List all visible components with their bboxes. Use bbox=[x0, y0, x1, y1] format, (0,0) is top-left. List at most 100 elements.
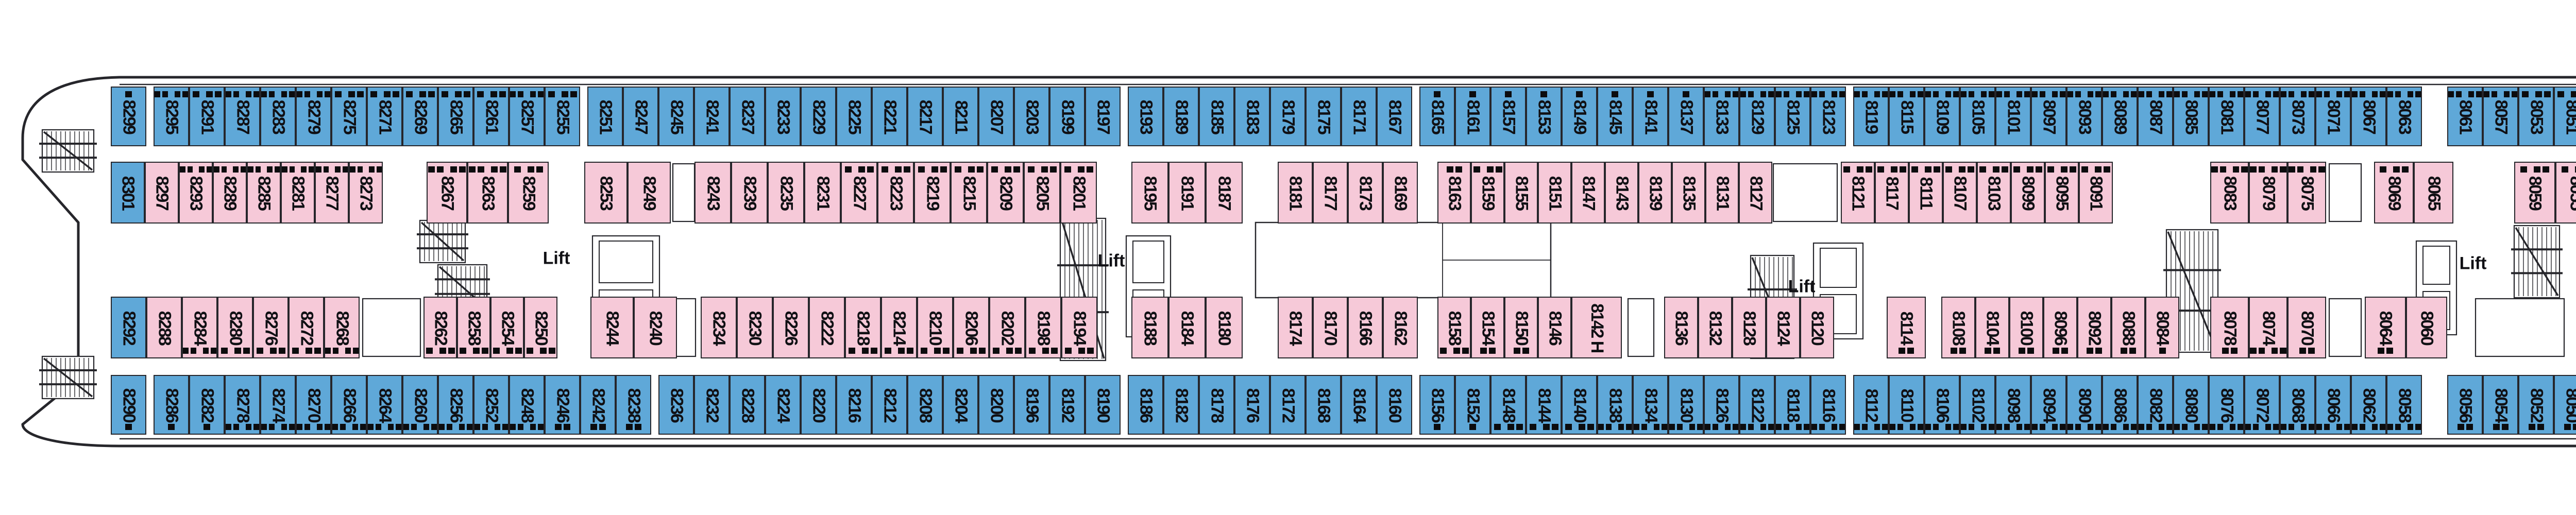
cabin-8169[interactable]: 8169 bbox=[1383, 162, 1418, 224]
cabin-8199[interactable]: 8199 bbox=[1049, 87, 1085, 146]
cabin-8092[interactable]: 8092 bbox=[2077, 297, 2111, 358]
cabin-8111[interactable]: 8111 bbox=[1909, 162, 1943, 224]
cabin-8275[interactable]: 8275 bbox=[331, 87, 367, 146]
cabin-8203[interactable]: 8203 bbox=[1014, 87, 1049, 146]
cabin-8239[interactable]: 8239 bbox=[731, 162, 768, 224]
cabin-8157[interactable]: 8157 bbox=[1490, 87, 1526, 146]
cabin-8268[interactable]: 8268 bbox=[324, 297, 360, 358]
cabin-8130[interactable]: 8130 bbox=[1668, 375, 1704, 435]
cabin-8173[interactable]: 8173 bbox=[1348, 162, 1383, 224]
cabin-8266[interactable]: 8266 bbox=[331, 375, 367, 435]
cabin-8211[interactable]: 8211 bbox=[943, 87, 978, 146]
cabin-8071[interactable]: 8071 bbox=[2315, 87, 2351, 146]
cabin-8066[interactable]: 8066 bbox=[2315, 375, 2351, 435]
cabin-8164[interactable]: 8164 bbox=[1341, 375, 1377, 435]
cabin-8097[interactable]: 8097 bbox=[2031, 87, 2066, 146]
cabin-8206[interactable]: 8206 bbox=[953, 297, 989, 358]
cabin-8133[interactable]: 8133 bbox=[1704, 87, 1739, 146]
cabin-8149[interactable]: 8149 bbox=[1562, 87, 1597, 146]
cabin-8193[interactable]: 8193 bbox=[1128, 87, 1163, 146]
cabin-8190[interactable]: 8190 bbox=[1085, 375, 1121, 435]
cabin-8077[interactable]: 8077 bbox=[2244, 87, 2280, 146]
cabin-8229[interactable]: 8229 bbox=[801, 87, 836, 146]
cabin-8068[interactable]: 8068 bbox=[2280, 375, 2315, 435]
cabin-8147[interactable]: 8147 bbox=[1571, 162, 1605, 224]
cabin-8232[interactable]: 8232 bbox=[694, 375, 730, 435]
cabin-8095[interactable]: 8095 bbox=[2045, 162, 2079, 224]
cabin-8284[interactable]: 8284 bbox=[182, 297, 217, 358]
cabin-8135[interactable]: 8135 bbox=[1672, 162, 1705, 224]
cabin-8250[interactable]: 8250 bbox=[524, 297, 557, 358]
cabin-8196[interactable]: 8196 bbox=[1014, 375, 1049, 435]
cabin-8237[interactable]: 8237 bbox=[730, 87, 765, 146]
cabin-8243[interactable]: 8243 bbox=[694, 162, 731, 224]
cabin-8117[interactable]: 8117 bbox=[1875, 162, 1909, 224]
cabin-8219[interactable]: 8219 bbox=[914, 162, 951, 224]
cabin-8185[interactable]: 8185 bbox=[1199, 87, 1234, 146]
cabin-8283[interactable]: 8283 bbox=[260, 87, 296, 146]
cabin-8114[interactable]: 8114 bbox=[1887, 297, 1926, 358]
cabin-8110[interactable]: 8110 bbox=[1889, 375, 1924, 435]
cabin-8184[interactable]: 8184 bbox=[1168, 297, 1206, 358]
cabin-8104[interactable]: 8104 bbox=[1975, 297, 2009, 358]
cabin-8070[interactable]: 8070 bbox=[2287, 297, 2326, 358]
cabin-8148[interactable]: 8148 bbox=[1490, 375, 1526, 435]
cabin-8101[interactable]: 8101 bbox=[1995, 87, 2031, 146]
cabin-8109[interactable]: 8109 bbox=[1924, 87, 1960, 146]
cabin-8262[interactable]: 8262 bbox=[423, 297, 457, 358]
cabin-8136[interactable]: 8136 bbox=[1664, 297, 1698, 358]
cabin-8145[interactable]: 8145 bbox=[1597, 87, 1633, 146]
cabin-8271[interactable]: 8271 bbox=[367, 87, 402, 146]
cabin-8210[interactable]: 8210 bbox=[917, 297, 953, 358]
cabin-8126[interactable]: 8126 bbox=[1704, 375, 1739, 435]
cabin-8080[interactable]: 8080 bbox=[2173, 375, 2209, 435]
cabin-8170[interactable]: 8170 bbox=[1313, 297, 1348, 358]
cabin-8064[interactable]: 8064 bbox=[2365, 297, 2406, 358]
cabin-8137[interactable]: 8137 bbox=[1668, 87, 1704, 146]
cabin-8278[interactable]: 8278 bbox=[225, 375, 260, 435]
cabin-8063[interactable]: 8063 bbox=[2386, 87, 2422, 146]
cabin-8292[interactable]: 8292 bbox=[111, 297, 146, 358]
cabin-8174[interactable]: 8174 bbox=[1278, 297, 1313, 358]
cabin-8204[interactable]: 8204 bbox=[943, 375, 978, 435]
cabin-8295[interactable]: 8295 bbox=[154, 87, 189, 146]
cabin-8181[interactable]: 8181 bbox=[1278, 162, 1313, 224]
cabin-8166[interactable]: 8166 bbox=[1348, 297, 1383, 358]
cabin-8188[interactable]: 8188 bbox=[1131, 297, 1168, 358]
cabin-8214[interactable]: 8214 bbox=[881, 297, 917, 358]
cabin-8168[interactable]: 8168 bbox=[1306, 375, 1341, 435]
cabin-8153[interactable]: 8153 bbox=[1526, 87, 1562, 146]
cabin-8094[interactable]: 8094 bbox=[2031, 375, 2066, 435]
cabin-8297[interactable]: 8297 bbox=[145, 162, 179, 224]
cabin-8260[interactable]: 8260 bbox=[402, 375, 438, 435]
cabin-8209[interactable]: 8209 bbox=[987, 162, 1024, 224]
cabin-8052[interactable]: 8052 bbox=[2518, 375, 2554, 435]
cabin-8163[interactable]: 8163 bbox=[1437, 162, 1471, 224]
cabin-8119[interactable]: 8119 bbox=[1853, 87, 1889, 146]
cabin-8223[interactable]: 8223 bbox=[877, 162, 914, 224]
cabin-8134[interactable]: 8134 bbox=[1633, 375, 1668, 435]
cabin-8215[interactable]: 8215 bbox=[951, 162, 987, 224]
cabin-8156[interactable]: 8156 bbox=[1419, 375, 1455, 435]
cabin-8269[interactable]: 8269 bbox=[402, 87, 438, 146]
cabin-8105[interactable]: 8105 bbox=[1960, 87, 1995, 146]
cabin-8235[interactable]: 8235 bbox=[768, 162, 804, 224]
cabin-8112[interactable]: 8112 bbox=[1853, 375, 1889, 435]
cabin-8274[interactable]: 8274 bbox=[260, 375, 296, 435]
cabin-8222[interactable]: 8222 bbox=[809, 297, 845, 358]
cabin-8194[interactable]: 8194 bbox=[1061, 297, 1097, 358]
cabin-8182[interactable]: 8182 bbox=[1163, 375, 1199, 435]
cabin-8225[interactable]: 8225 bbox=[836, 87, 872, 146]
cabin-8257[interactable]: 8257 bbox=[509, 87, 545, 146]
cabin-8096[interactable]: 8096 bbox=[2043, 297, 2077, 358]
cabin-8123[interactable]: 8123 bbox=[1810, 87, 1846, 146]
cabin-8228[interactable]: 8228 bbox=[730, 375, 765, 435]
cabin-8141[interactable]: 8141 bbox=[1633, 87, 1668, 146]
cabin-8091[interactable]: 8091 bbox=[2079, 162, 2113, 224]
cabin-8208[interactable]: 8208 bbox=[907, 375, 943, 435]
cabin-8121[interactable]: 8121 bbox=[1841, 162, 1875, 224]
cabin-8280[interactable]: 8280 bbox=[217, 297, 253, 358]
cabin-8231[interactable]: 8231 bbox=[804, 162, 841, 224]
cabin-8191[interactable]: 8191 bbox=[1168, 162, 1206, 224]
cabin-8183[interactable]: 8183 bbox=[1234, 87, 1270, 146]
